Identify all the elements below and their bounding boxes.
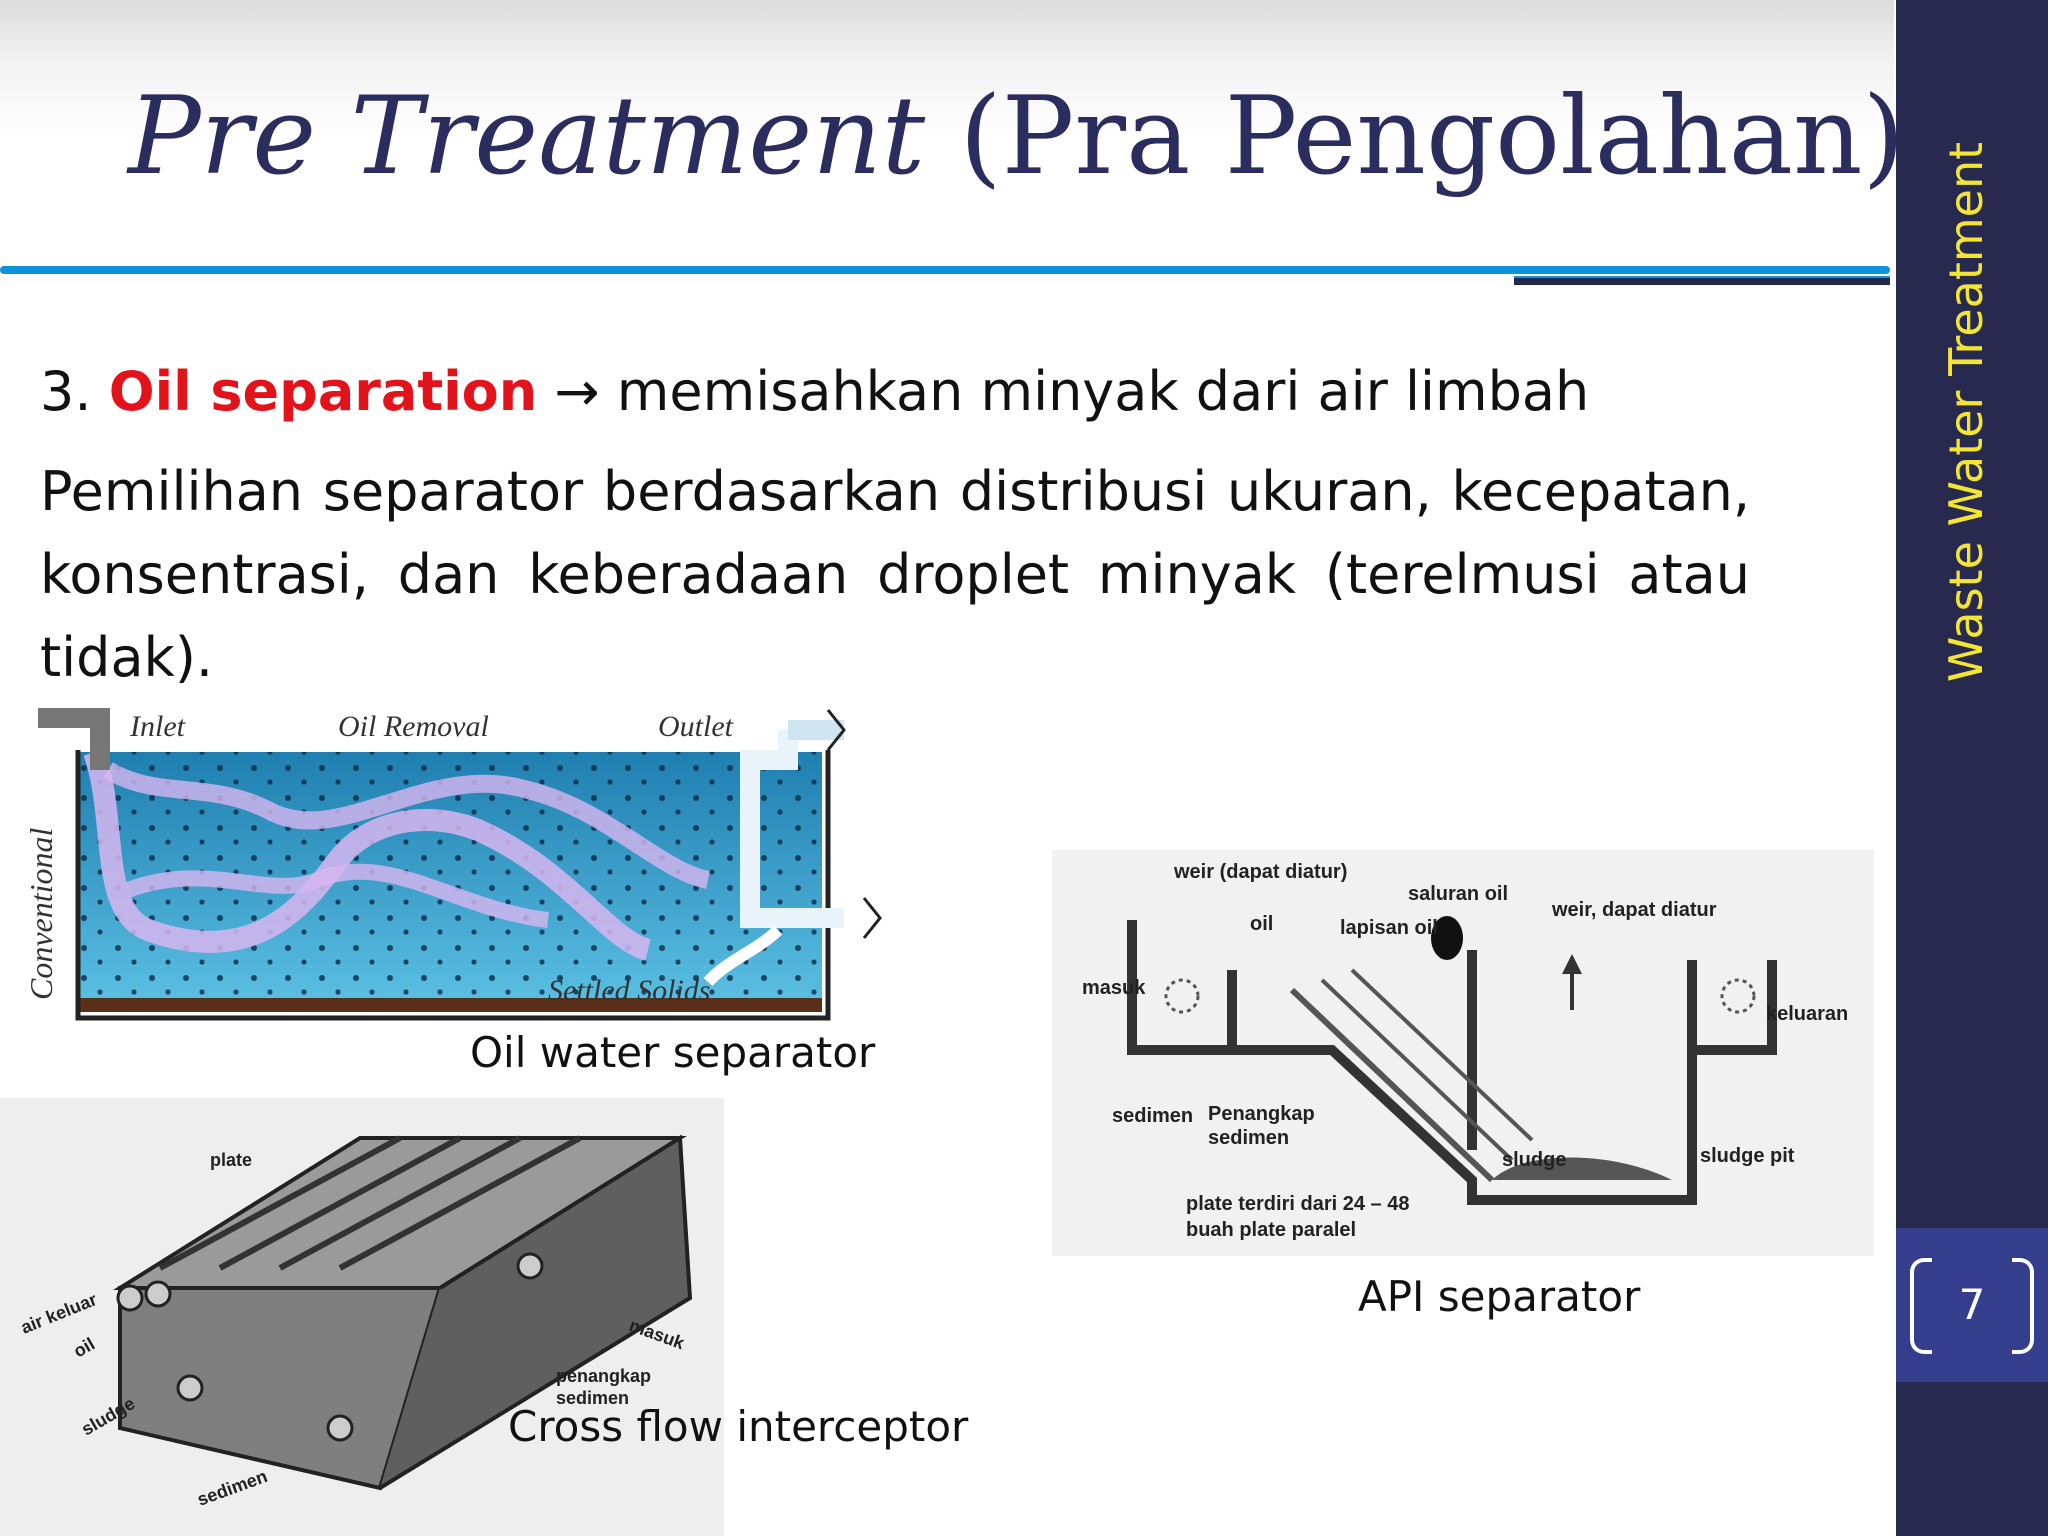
point-paragraph: Pemilihan separator berdasarkan distribu… xyxy=(40,460,1750,689)
api-keluaran-label: keluaran xyxy=(1766,1003,1848,1025)
cross-sedimen-label: sedimen xyxy=(195,1466,270,1510)
api-weir-right-label: weir, dapat diatur xyxy=(1551,899,1717,921)
title-italic: Pre Treatment xyxy=(128,74,926,199)
slide-title: Pre Treatment (Pra Pengolahan) xyxy=(128,62,1905,212)
oil-water-caption: Oil water separator xyxy=(470,1028,876,1077)
title-divider xyxy=(0,266,1890,274)
cross-oil-label: oil xyxy=(70,1334,98,1362)
cross-plate-label: plate xyxy=(210,1150,252,1170)
outlet-label: Outlet xyxy=(658,710,734,743)
inlet-label: Inlet xyxy=(129,710,186,743)
right-brace-icon xyxy=(2012,1258,2034,1354)
cross-air-keluar-label: air keluar xyxy=(18,1289,100,1338)
api-masuk-label: masuk xyxy=(1082,977,1146,999)
api-penangkap-label-1: Penangkap xyxy=(1208,1103,1315,1125)
sidebar-label: Waste Water Treatment xyxy=(1939,141,1993,683)
oil-water-separator-diagram: Inlet Oil Removal Outlet Settled Solids … xyxy=(8,700,888,1040)
api-penangkap-label-2: sedimen xyxy=(1208,1127,1289,1149)
oil-removal-label: Oil Removal xyxy=(338,710,489,743)
cross-penangkap-label-1: penangkap xyxy=(556,1366,651,1386)
api-sludge-pit-label: sludge pit xyxy=(1700,1145,1795,1167)
point-keyword: Oil separation xyxy=(108,360,538,423)
point-number: 3. xyxy=(40,360,109,423)
tank-wall xyxy=(75,750,831,1021)
api-plate-label-1: plate terdiri dari 24 – 48 xyxy=(1186,1193,1409,1215)
api-lapisan-oil-label: lapisan oil xyxy=(1340,917,1438,939)
api-separator-diagram: weir (dapat diatur) saluran oil weir, da… xyxy=(1052,850,1874,1256)
api-plate-label-2: buah plate paralel xyxy=(1186,1219,1356,1241)
cross-flow-caption: Cross flow interceptor xyxy=(508,1402,969,1451)
inlet-pipe xyxy=(38,708,110,770)
api-sludge-label: sludge xyxy=(1502,1149,1566,1171)
conventional-label: Conventional xyxy=(23,827,59,1000)
title-band xyxy=(0,0,1894,266)
api-saluran-oil-label: saluran oil xyxy=(1408,883,1508,905)
arrow-icon: → xyxy=(537,360,617,423)
api-oil-label: oil xyxy=(1250,913,1273,935)
page-number: 7 xyxy=(1958,1280,1986,1329)
api-sedimen-label: sedimen xyxy=(1112,1105,1193,1127)
point-heading: 3. Oil separation → memisahkan minyak da… xyxy=(40,352,1750,432)
point-description: memisahkan minyak dari air limbah xyxy=(616,360,1590,423)
page-number-box: 7 xyxy=(1896,1228,2048,1382)
api-caption: API separator xyxy=(1358,1272,1641,1321)
title-divider-accent xyxy=(1514,276,1890,285)
api-weir-top-label: weir (dapat diatur) xyxy=(1173,861,1347,883)
left-brace-icon xyxy=(1910,1258,1932,1354)
cross-flow-interceptor-diagram: plate air keluar oil sludge sedimen masu… xyxy=(0,1098,724,1536)
cross-masuk-label: masuk xyxy=(627,1315,688,1354)
settled-solids-label: Settled Solids xyxy=(548,974,710,1007)
cross-penangkap-label-2: sedimen xyxy=(556,1388,629,1408)
title-rest: (Pra Pengolahan) xyxy=(925,74,1905,199)
outlet-pipe xyxy=(740,730,844,928)
